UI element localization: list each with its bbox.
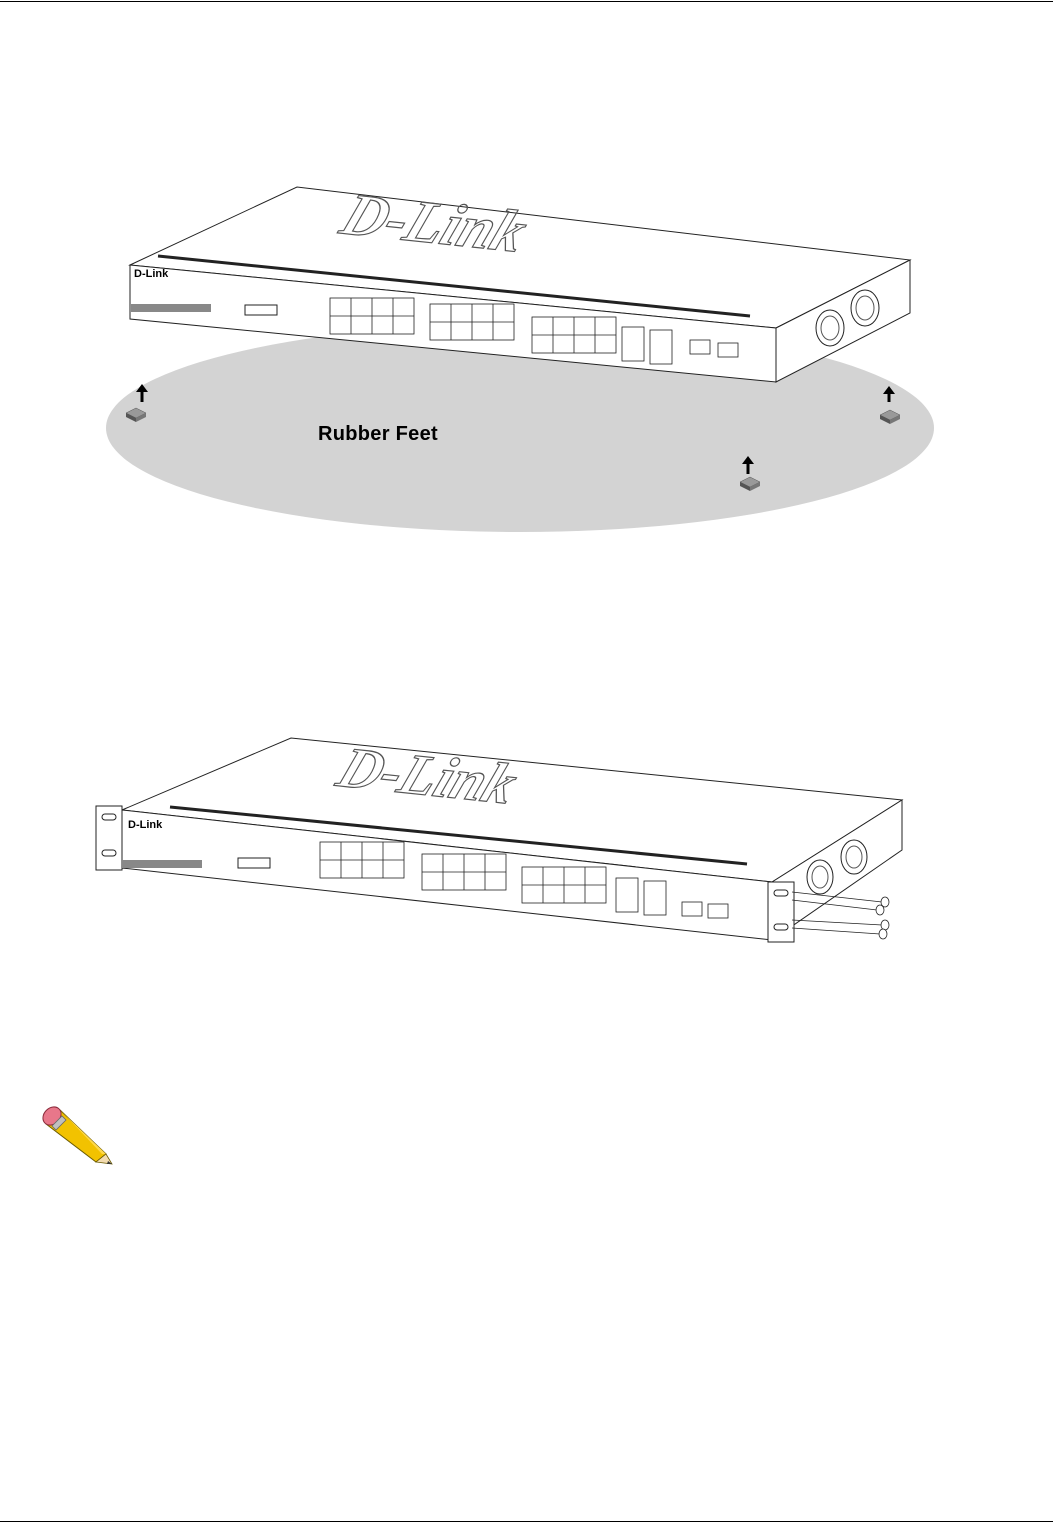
pencil-icon bbox=[40, 1102, 115, 1166]
front-logo: D-Link bbox=[128, 819, 163, 831]
right-rack-bracket bbox=[768, 882, 794, 942]
rubber-feet-figure: D-Link D-Link bbox=[100, 180, 940, 540]
port-group-2 bbox=[430, 304, 514, 340]
header-rule bbox=[0, 1, 1053, 2]
left-rack-bracket bbox=[96, 806, 122, 870]
rack-mount-figure: D-Link D-Link bbox=[92, 732, 924, 952]
port-group-3 bbox=[522, 867, 606, 903]
rubber-feet-label: Rubber Feet bbox=[318, 423, 438, 446]
footer-rule bbox=[0, 1521, 1053, 1522]
front-logo: D-Link bbox=[134, 268, 169, 280]
port-group-3 bbox=[532, 317, 616, 353]
port-group-2 bbox=[422, 854, 506, 890]
port-group-1 bbox=[330, 298, 414, 334]
port-group-1 bbox=[320, 842, 404, 878]
